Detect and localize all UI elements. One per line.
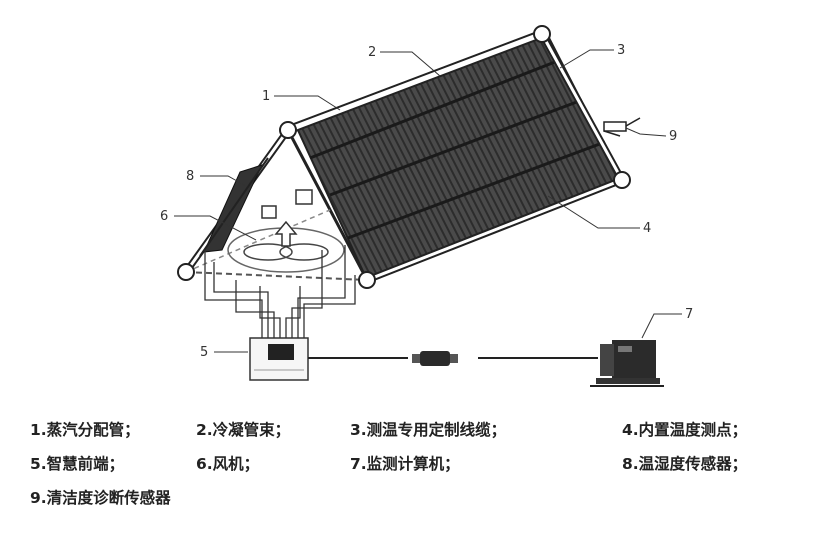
legend-row-1: 1.蒸汽分配管； 2.冷凝管束； 3.测温专用定制线缆； 4.内置温度测点； [22,418,822,452]
fan-blade-left [243,243,293,261]
callout-4: 4 [643,221,651,236]
joint-right [613,171,631,189]
frame-bottom-edge-inner [366,178,623,282]
callout-7: 7 [685,307,693,322]
condenser-diagram: 1 2 3 4 5 6 7 8 9 [160,25,693,387]
legend-item-8: 8.温湿度传感器； [622,455,748,473]
frame-right-edge-inner [540,33,624,181]
tube-band-3 [347,140,606,240]
frame-right-leg [286,129,369,281]
callout-3: 3 [617,43,625,58]
callout-2: 2 [368,45,376,60]
leader-lines [174,49,682,353]
callout-5: 5 [200,345,208,360]
legend: 1.蒸汽分配管； 2.冷凝管束； 3.测温专用定制线缆； 4.内置温度测点； 5… [22,418,822,520]
fan-sensor-left [261,205,277,219]
legend-item-9: 9.清洁度诊断传感器 [30,489,171,507]
smart-front-end-screen [268,344,294,360]
legend-item-4: 4.内置温度测点； [622,421,748,439]
callout-6: 6 [160,209,168,224]
legend-item-7: 7.监测计算机； [350,455,460,473]
legend-item-3: 3.测温专用定制线缆； [350,421,507,439]
legend-item-5: 5.智慧前端； [30,455,125,473]
steam-distribution-pipe-inner [287,31,543,133]
cleanliness-sensor [603,117,641,137]
tube-band-2 [329,98,583,197]
fan-sensor-right [295,189,313,205]
cable-bundle [204,245,356,340]
fan-blade-right [279,243,329,261]
legend-item-1: 1.蒸汽分配管； [30,421,140,439]
callout-9: 9 [669,129,677,144]
humidity-sensor-rod [199,157,269,257]
legend-item-2: 2.冷凝管束； [196,421,291,439]
joint-top [279,121,297,139]
legend-row-2: 5.智慧前端； 6.风机； 7.监测计算机； 8.温湿度传感器； [22,452,822,486]
connector-plug [412,351,458,366]
joint-bottom [358,271,376,289]
tube-band-1 [309,58,561,160]
airflow-arrow [274,220,298,247]
frame-diagonal [185,209,331,273]
legend-item-6: 6.风机； [196,455,260,473]
legend-row-3: 9.清洁度诊断传感器 [22,486,822,520]
monitoring-computer [590,340,664,387]
callout-8: 8 [186,169,194,184]
callout-1: 1 [262,89,270,104]
joint-left [177,263,195,281]
joint-top-right [533,25,551,43]
frame-base [185,271,368,281]
